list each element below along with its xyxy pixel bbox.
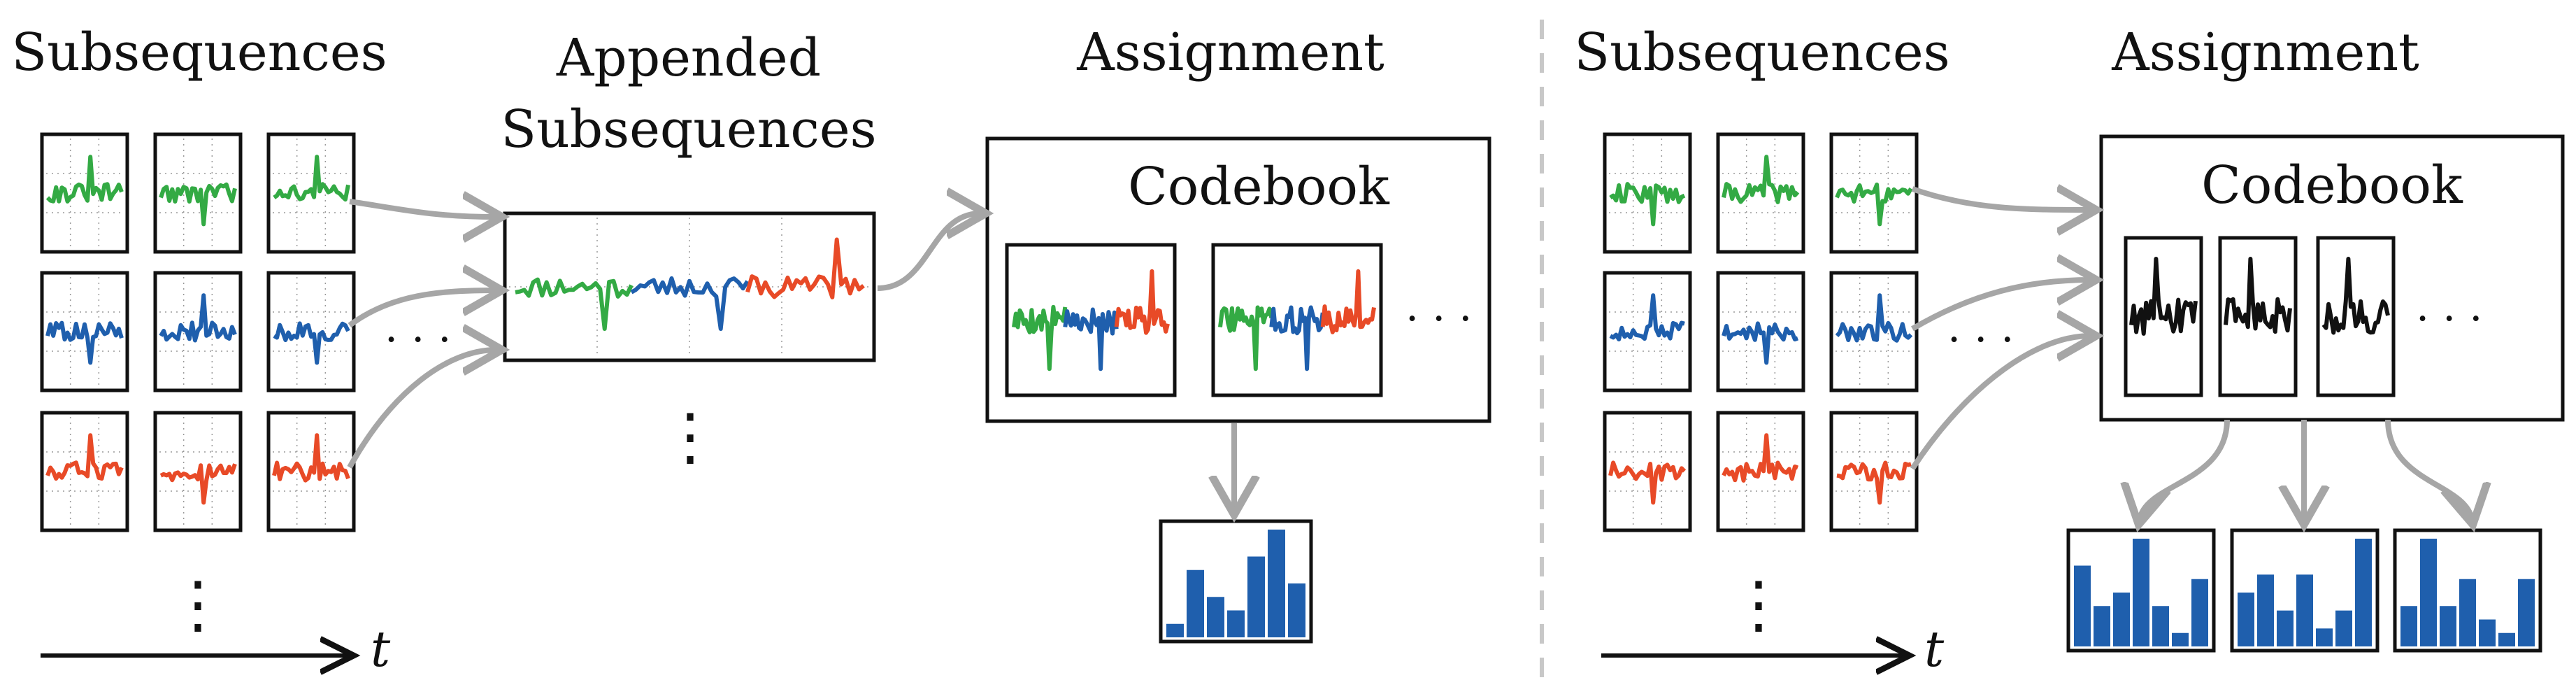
left-title-subsequences: Subsequences bbox=[11, 22, 387, 83]
right-subsequence-blue-1 bbox=[1603, 271, 1692, 392]
left-histogram-box-bar-5 bbox=[1247, 556, 1265, 637]
left-histogram-box bbox=[1159, 519, 1313, 644]
left-subsequence-grid bbox=[40, 132, 356, 532]
right-subsequence-blue-2 bbox=[1716, 271, 1805, 392]
appended-segment-1 bbox=[515, 277, 634, 331]
right-histogram-2-bar-1 bbox=[2238, 593, 2254, 646]
left-grid-vertical-ellipsis: ⋮ bbox=[166, 568, 229, 642]
right-subsequence-red-2 bbox=[1716, 411, 1805, 532]
appended-vertical-ellipsis: ⋮ bbox=[659, 400, 722, 474]
arrow-blue-to-appended bbox=[348, 290, 496, 328]
left-title-assignment: Assignment bbox=[1076, 22, 1384, 83]
right-histogram-3-bar-1 bbox=[2400, 606, 2417, 646]
left-codeword-2 bbox=[1211, 243, 1383, 397]
left-subsequence-green-2 bbox=[153, 132, 243, 254]
right-histogram-2 bbox=[2230, 528, 2380, 653]
right-histogram-2-bar-5 bbox=[2316, 628, 2333, 646]
left-subsequence-red-2 bbox=[153, 411, 243, 532]
left-grid-ellipsis: . . . bbox=[385, 303, 451, 352]
arrow-right-green-to-codebook bbox=[1911, 189, 2091, 210]
left-subsequence-blue-1 bbox=[40, 271, 129, 392]
left-subsequence-red-1 bbox=[40, 411, 129, 532]
right-histogram-3-bar-3 bbox=[2440, 606, 2456, 646]
left-title-appended-line1: Appended bbox=[556, 28, 821, 88]
right-histogram-3-bar-2 bbox=[2420, 539, 2437, 646]
arrow-codebook-to-hist-1 bbox=[2140, 419, 2230, 519]
left-codeword-1 bbox=[1005, 243, 1177, 397]
appended-segment-3 bbox=[745, 237, 865, 299]
left-subsequence-green-3 bbox=[266, 132, 356, 254]
left-histogram bbox=[1159, 519, 1313, 644]
right-histogram-1-bar-1 bbox=[2074, 565, 2091, 646]
arrow-right-blue-to-codebook bbox=[1910, 280, 2091, 332]
right-codeword-2 bbox=[2218, 236, 2298, 397]
right-subsequence-green-1 bbox=[1603, 132, 1692, 254]
right-histogram-1-bar-7 bbox=[2191, 579, 2208, 646]
left-arrows bbox=[347, 201, 1234, 509]
right-arrows bbox=[1910, 189, 2472, 519]
right-histogram-1-bar-3 bbox=[2113, 593, 2130, 646]
right-subsequence-grid bbox=[1603, 132, 1919, 532]
right-codebook-ellipsis: . . . bbox=[2416, 282, 2482, 331]
right-histogram-2-bar-4 bbox=[2296, 574, 2313, 646]
arrow-red-to-appended bbox=[347, 350, 496, 469]
left-title-appended-line2: Subsequences bbox=[501, 99, 876, 160]
left-histogram-box-bar-7 bbox=[1288, 583, 1305, 637]
right-histogram-3-bar-7 bbox=[2518, 579, 2535, 646]
right-histogram-3-bar-4 bbox=[2459, 579, 2476, 646]
right-histogram-2-bar-2 bbox=[2257, 574, 2274, 646]
left-codebook-label: Codebook bbox=[1128, 157, 1390, 217]
right-histogram-3-bar-6 bbox=[2498, 632, 2515, 646]
right-title-assignment: Assignment bbox=[2111, 22, 2419, 83]
right-codeword-1 bbox=[2124, 236, 2203, 397]
right-histogram-2-bar-6 bbox=[2335, 610, 2352, 646]
left-subsequence-green-1 bbox=[40, 132, 129, 254]
right-subsequence-red-3 bbox=[1829, 411, 1919, 532]
right-histogram-2-bar-3 bbox=[2277, 610, 2294, 646]
left-histogram-box-bar-4 bbox=[1227, 610, 1245, 637]
right-histogram-2-bar-7 bbox=[2355, 539, 2372, 646]
right-grid-vertical-ellipsis: ⋮ bbox=[1727, 568, 1790, 642]
arrow-green-to-appended bbox=[349, 201, 496, 217]
appended-segment-2 bbox=[630, 276, 750, 331]
arrow-codebook-to-hist-3 bbox=[2385, 419, 2472, 519]
left-subsequence-blue-3 bbox=[266, 271, 356, 392]
arrow-appended-to-codebook bbox=[877, 213, 980, 291]
left-histogram-box-bar-2 bbox=[1187, 569, 1204, 637]
left-subsequence-red-3 bbox=[266, 411, 356, 532]
left-histogram-box-bar-6 bbox=[1268, 530, 1285, 637]
left-codebook-ellipsis: . . . bbox=[1405, 282, 1472, 331]
right-grid-ellipsis: . . . bbox=[1947, 303, 2014, 352]
left-subsequence-blue-2 bbox=[153, 271, 243, 392]
right-codeword-3 bbox=[2316, 236, 2396, 397]
right-subsequence-green-2 bbox=[1716, 132, 1805, 254]
right-histogram-1-bar-4 bbox=[2133, 539, 2149, 646]
right-histogram-3 bbox=[2393, 528, 2542, 653]
arrow-right-red-to-codebook bbox=[1910, 336, 2091, 471]
left-histogram-box-bar-1 bbox=[1166, 623, 1184, 637]
right-histograms bbox=[2066, 528, 2542, 653]
right-histogram-3-bar-5 bbox=[2479, 619, 2496, 646]
right-histogram-1-bar-6 bbox=[2172, 632, 2189, 646]
right-title-subsequences: Subsequences bbox=[1574, 22, 1949, 83]
appended-subsequences-panel bbox=[503, 211, 876, 362]
right-subsequence-blue-3 bbox=[1829, 271, 1919, 392]
right-codebook-label: Codebook bbox=[2201, 155, 2463, 215]
left-time-label: t bbox=[371, 621, 391, 678]
right-histogram-1 bbox=[2066, 528, 2216, 653]
right-subsequence-red-1 bbox=[1603, 411, 1692, 532]
right-subsequence-green-3 bbox=[1829, 132, 1919, 254]
left-histogram-box-bar-3 bbox=[1207, 597, 1224, 637]
right-time-label: t bbox=[1924, 621, 1945, 678]
right-histogram-1-bar-2 bbox=[2094, 606, 2110, 646]
right-histogram-1-bar-5 bbox=[2152, 606, 2169, 646]
